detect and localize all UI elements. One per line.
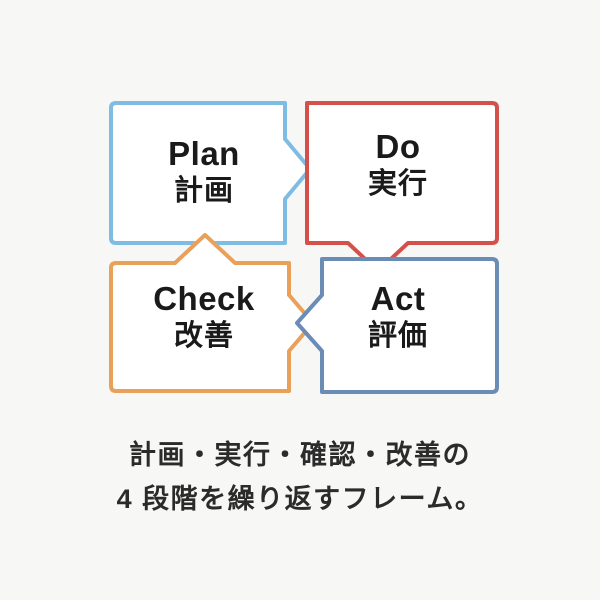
cell-label-act: Act 評価 <box>300 282 496 351</box>
check-box-shape[interactable] <box>109 233 315 393</box>
cell-label-plan-en: Plan <box>168 135 240 172</box>
diagram-caption: 計画・実行・確認・改善の 4 段階を繰り返すフレーム。 <box>0 434 600 521</box>
cell-label-act-ja: 評価 <box>367 320 428 352</box>
cell-label-check: Check 改善 <box>110 282 298 351</box>
cell-label-act-en: Act <box>370 280 426 317</box>
caption-line-2: 4 段階を繰り返すフレーム。 <box>116 483 484 514</box>
cell-label-do-ja: 実行 <box>367 168 428 200</box>
do-box-shape[interactable] <box>305 101 499 273</box>
cell-label-do: Do 実行 <box>300 130 496 199</box>
act-box-shape[interactable] <box>295 257 499 394</box>
caption-line-1: 計画・実行・確認・改善の <box>129 440 471 470</box>
cell-label-do-en: Do <box>375 128 421 165</box>
cell-label-check-ja: 改善 <box>173 320 234 352</box>
cell-label-plan: Plan 計画 <box>110 137 298 206</box>
plan-box-shape[interactable] <box>109 101 312 245</box>
cell-label-plan-ja: 計画 <box>173 175 234 207</box>
cell-label-check-en: Check <box>153 280 255 317</box>
